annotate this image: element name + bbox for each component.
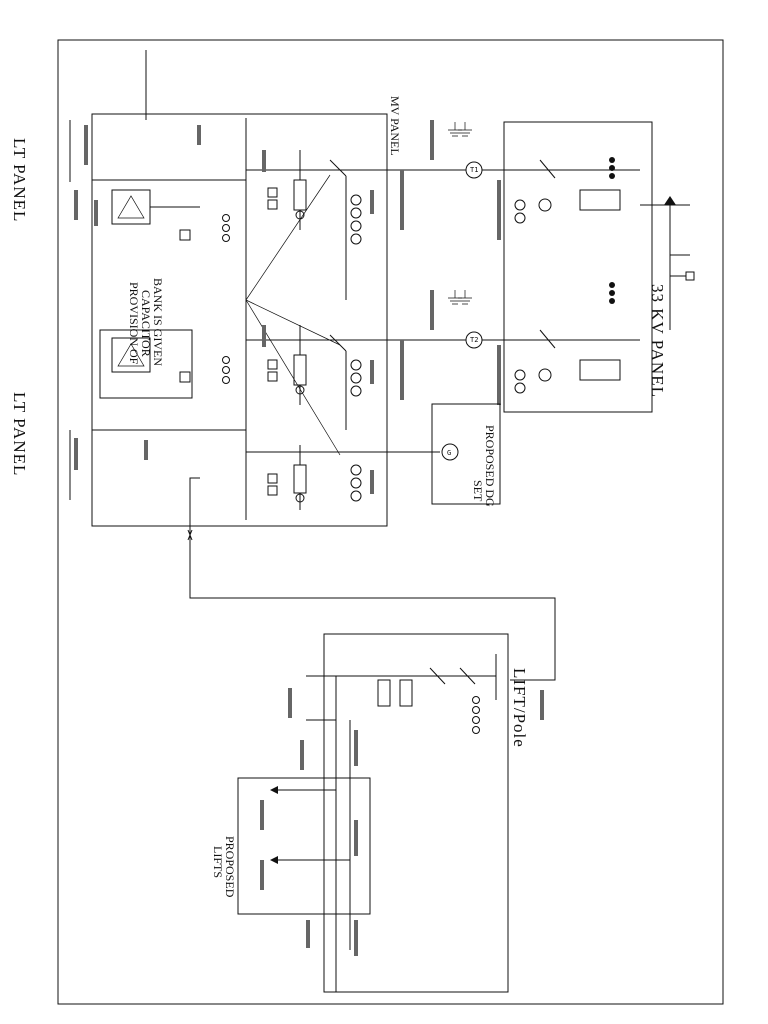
- svg-text:T2: T2: [470, 336, 478, 344]
- dg-generator: G: [441, 443, 459, 461]
- capacitor-note: PROVISION OF CAPACITOR BANK IS GIVEN: [127, 278, 165, 366]
- capacitor-bank-2: [99, 329, 230, 399]
- svg-text:BANK IS GIVEN: BANK IS GIVEN: [151, 278, 165, 366]
- mv-breaker-column-1: [293, 150, 362, 300]
- kv-panel-label: 33 KV PANEL: [648, 284, 667, 398]
- proposed-lifts-label-1: PROPOSED: [223, 836, 237, 898]
- relay-blocks: [267, 187, 278, 496]
- lt-panel-label-bottom: LT PANEL: [10, 392, 29, 476]
- lt-panel-label-top: LT PANEL: [10, 138, 29, 222]
- mv-breaker-column-2: [293, 325, 362, 430]
- mv-panel-label: MV PANEL: [388, 96, 402, 156]
- lift-pole-box: [323, 633, 509, 993]
- kv-panel-box: [503, 121, 653, 413]
- svg-text:CAPACITOR: CAPACITOR: [139, 290, 153, 357]
- dg-set-label-2: SET: [471, 480, 485, 502]
- transformer-t1: T1: [465, 161, 504, 179]
- kv-bay-2: [490, 282, 640, 394]
- annotation-text-blocks: [74, 120, 501, 494]
- interlock-line-1: [245, 174, 331, 301]
- lift-breakers: [377, 667, 480, 734]
- mv-breaker-column-3: [293, 445, 362, 510]
- lift-pole-label: LIFT/Pole: [510, 668, 529, 748]
- drawing-frame: [57, 39, 724, 1005]
- interlock-line-2: [245, 299, 341, 346]
- proposed-lifts-label-2: LIFTS: [211, 846, 225, 878]
- svg-text:PROVISION OF: PROVISION OF: [127, 282, 141, 365]
- dg-set-box: [431, 403, 501, 505]
- transformer-t2: T2: [465, 331, 504, 349]
- mv-panel-box: [91, 113, 388, 527]
- kv-bay-1: [490, 157, 640, 224]
- proposed-lifts-box: [237, 777, 371, 915]
- interlock-line-3: [245, 299, 341, 456]
- capacitor-bank-1: [111, 189, 230, 242]
- lift-annotations: [260, 688, 544, 956]
- svg-text:G: G: [447, 449, 451, 457]
- kv-incoming-arrow: [664, 196, 676, 205]
- lift-feeder-cable: [189, 477, 556, 681]
- earth-symbol-group: [448, 122, 472, 305]
- svg-text:T1: T1: [470, 166, 478, 174]
- dg-set-label-1: PROPOSED DG: [483, 425, 497, 507]
